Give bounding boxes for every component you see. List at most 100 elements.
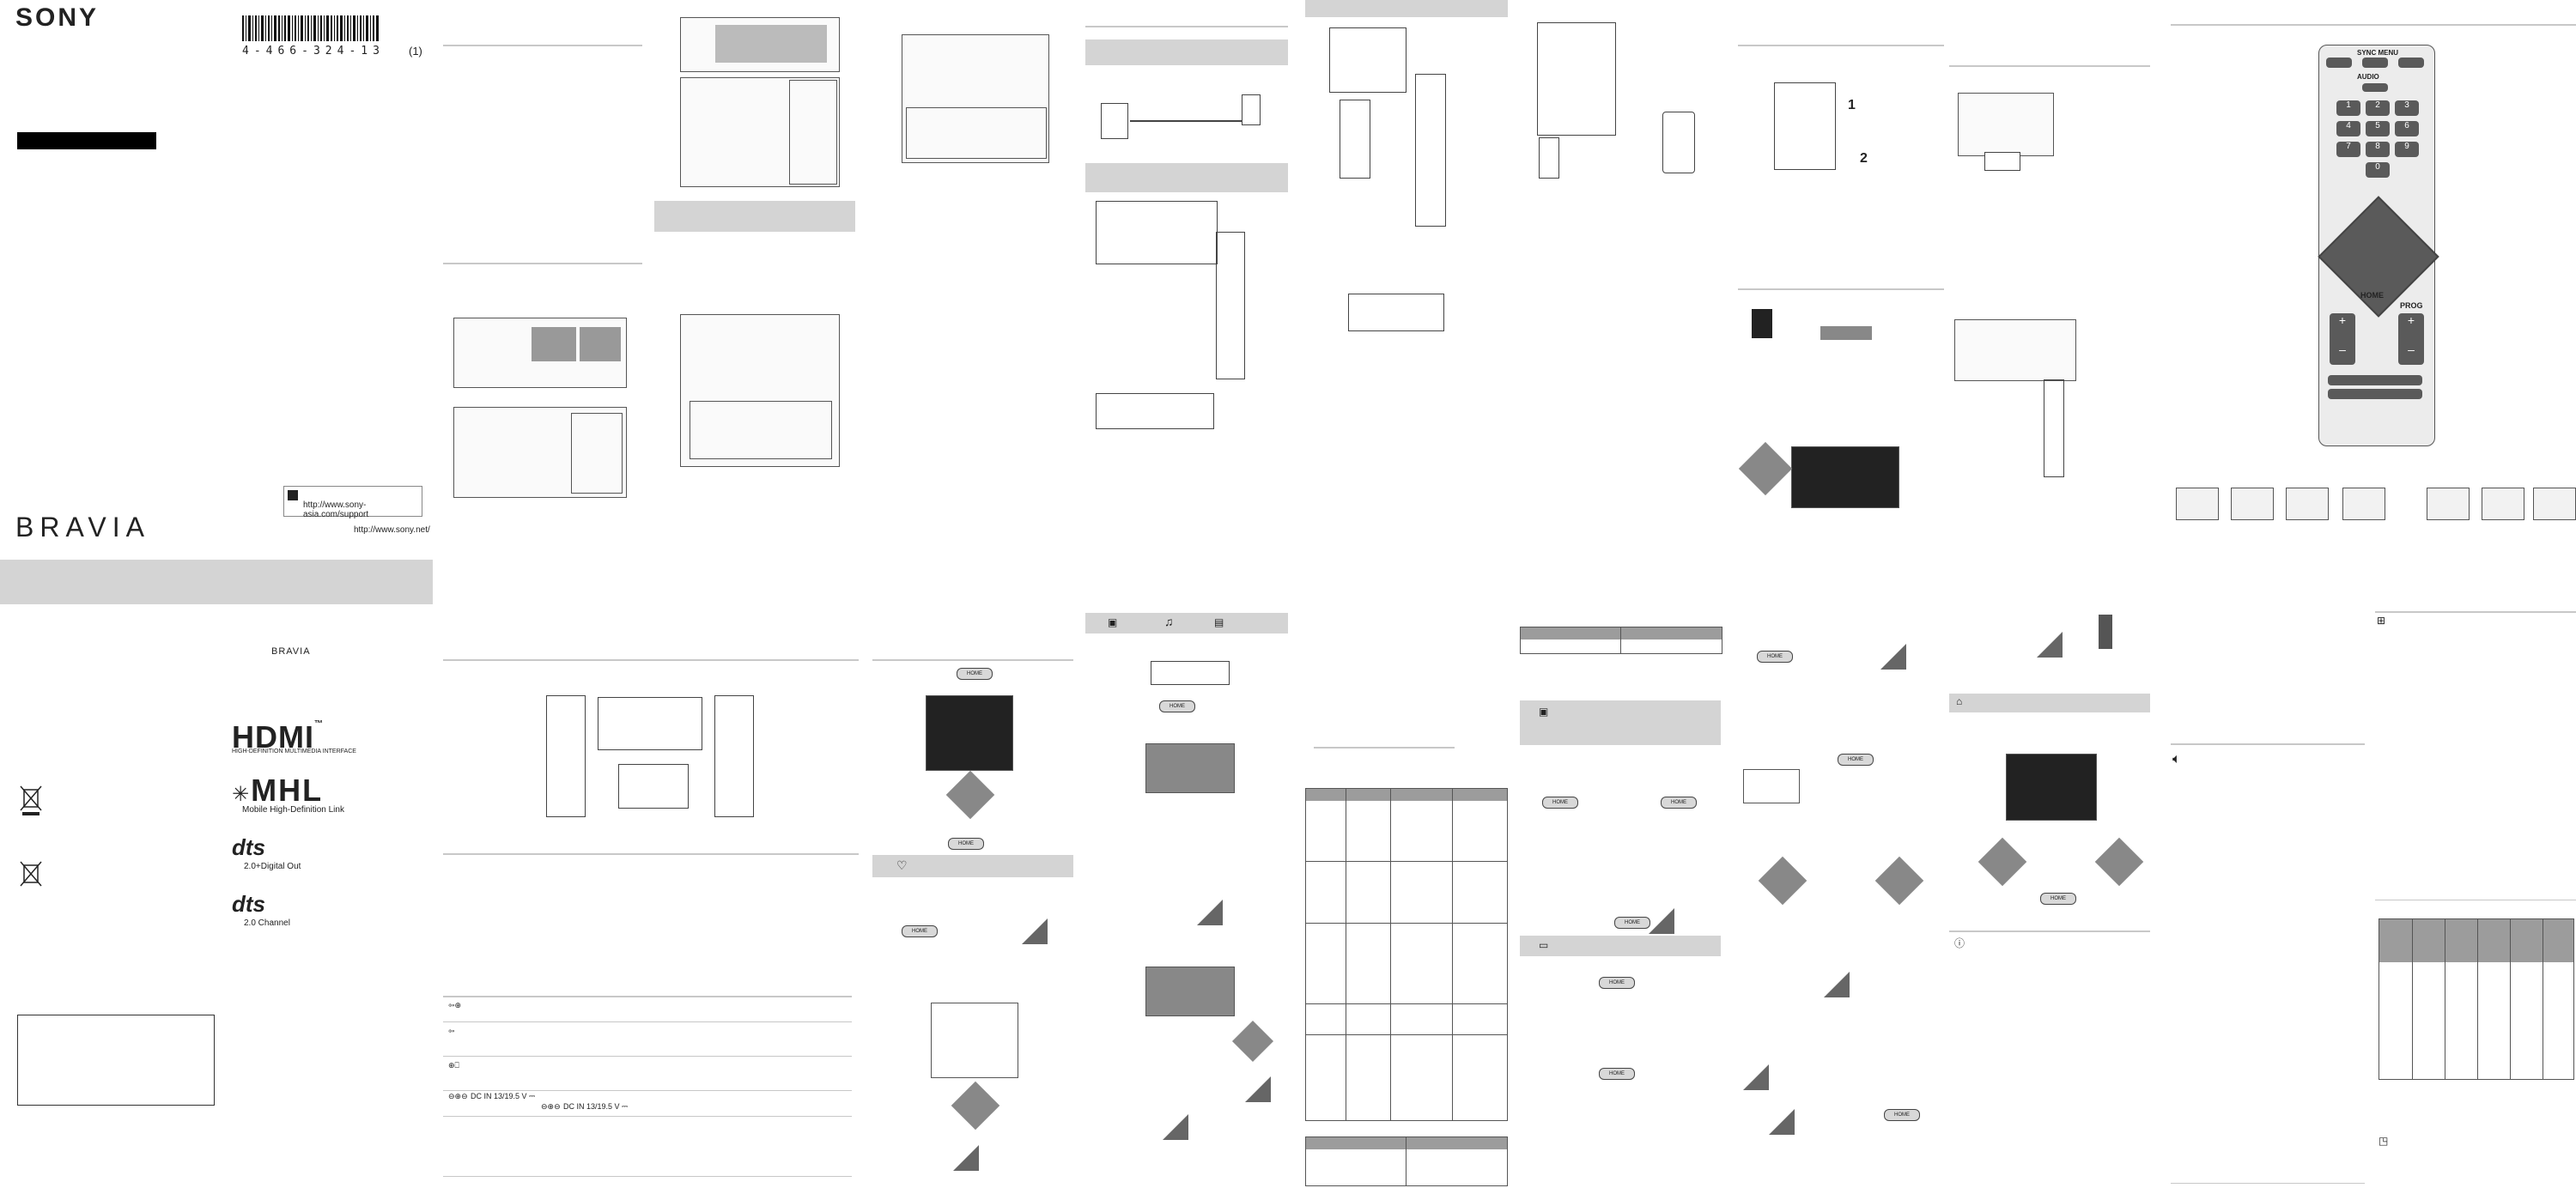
dts-logo-1-sub: 2.0+Digital Out	[244, 862, 301, 871]
rear-terminals	[618, 764, 689, 809]
digit-3-button[interactable]: 3	[2395, 100, 2419, 116]
dpad-icon	[1874, 856, 1924, 906]
support-url[interactable]: http://www.sony-asia.com/support	[303, 500, 369, 519]
triangle-marker	[953, 1145, 979, 1171]
audio-button[interactable]	[2362, 83, 2388, 92]
program-plus: +	[2407, 313, 2415, 327]
home-button[interactable]: HOME	[2040, 893, 2076, 905]
tv-terminal	[1101, 103, 1128, 139]
step-2-label: 2	[1860, 151, 1868, 166]
sony-net-url[interactable]: http://www.sony.net/	[354, 525, 430, 535]
triangle-marker	[1197, 900, 1223, 925]
dpad-icon	[1758, 856, 1807, 906]
power-button[interactable]	[2326, 58, 2352, 68]
stand-detail	[532, 327, 576, 361]
support-url-box: http://www.sony-asia.com/support	[283, 486, 422, 519]
digit-6-button[interactable]: 6	[2395, 121, 2419, 136]
tv-outline	[1329, 27, 1406, 93]
base-attach-diagram	[680, 77, 840, 187]
home-button[interactable]: HOME	[1838, 754, 1874, 766]
dts-logo-2-sub: 2.0 Channel	[244, 918, 290, 928]
home-button[interactable]: HOME	[1614, 917, 1650, 929]
playback-row-1[interactable]	[2328, 375, 2422, 385]
tv-rear-diagram	[902, 34, 1049, 163]
hdmi-logo: HDMI™	[232, 719, 324, 755]
av-connection-diagram	[1092, 197, 1281, 434]
sony-logo: SONY	[15, 3, 100, 32]
cable-clamp-diagram: 1 2	[1752, 74, 1889, 177]
terminal-panel	[1216, 232, 1245, 379]
volume-rocker[interactable]: + –	[2330, 313, 2355, 365]
terminal-panel	[1415, 74, 1446, 227]
mhl-connection-diagram	[1534, 17, 1697, 180]
digit-5-button[interactable]: 5	[2366, 121, 2390, 136]
home-menu-screen	[926, 695, 1013, 771]
home-button[interactable]: HOME	[1542, 797, 1578, 809]
battery-icon	[2099, 615, 2112, 649]
table-divider	[1452, 789, 1453, 1120]
volume-plus: +	[2338, 313, 2347, 327]
number-keys-icon	[1743, 769, 1800, 803]
weee-bin-icon	[20, 785, 42, 815]
table-divider	[1390, 789, 1391, 1120]
home-button[interactable]: HOME	[1159, 700, 1195, 712]
mhl-logo-text: MHL	[251, 773, 324, 808]
conn-row-symbol: ⊖⊕⊖	[541, 1102, 561, 1111]
section-band: ⌂	[1949, 694, 2150, 712]
section-band	[1085, 39, 1288, 65]
antenna-icon	[1242, 94, 1261, 125]
home-button[interactable]: HOME	[1884, 1109, 1920, 1121]
home-button[interactable]: HOME	[957, 668, 993, 680]
digit-1-button[interactable]: 1	[2336, 100, 2360, 116]
digit-7-button[interactable]: 7	[2336, 142, 2360, 157]
dpad-icon	[951, 1081, 1000, 1130]
tv-outline	[1774, 82, 1836, 170]
barcode-number: 4-466-324-13	[242, 45, 385, 58]
stand-assembly-diagram	[453, 318, 627, 388]
home-button[interactable]: HOME	[1599, 977, 1635, 989]
table-rule	[443, 1021, 852, 1022]
digit-4-button[interactable]: 4	[2336, 121, 2360, 136]
sync-menu-button[interactable]	[2362, 58, 2388, 68]
rear-detail	[906, 107, 1047, 159]
conn-row-symbol: ⊖⊕⊖	[448, 1092, 468, 1100]
small-table	[1305, 1136, 1508, 1186]
section-rule	[443, 853, 859, 855]
table-rule	[443, 1090, 852, 1091]
right-terminals	[714, 695, 754, 817]
digit-8-button[interactable]: 8	[2366, 142, 2390, 157]
table-rowline	[1306, 923, 1507, 924]
home-label: HOME	[2360, 291, 2384, 300]
section-rule	[443, 659, 859, 661]
section-rule	[1314, 747, 1455, 749]
home-button[interactable]: HOME	[902, 925, 938, 937]
conn-row-symbol: ⊕⎕	[448, 1061, 459, 1070]
digit-2-button[interactable]: 2	[2366, 100, 2390, 116]
home-button[interactable]: HOME	[1757, 651, 1793, 663]
input-button[interactable]	[2398, 58, 2424, 68]
section-band	[654, 201, 855, 232]
section-rule	[2171, 1183, 2365, 1184]
table-header	[1521, 627, 1722, 639]
setup-icon: ⌂	[1956, 695, 1963, 707]
conn-row-symbol: ⇦	[448, 1027, 455, 1035]
power-connection-diagram	[1743, 300, 1932, 352]
sync-menu-label: SYNC MENU	[2357, 49, 2399, 57]
table-rule	[443, 1176, 852, 1177]
wide-mode-thumb	[2231, 488, 2274, 520]
music-icon: ♫	[1164, 615, 1174, 628]
triangle-marker	[2037, 632, 2063, 658]
section-band	[1305, 0, 1508, 17]
dc-in-port	[1752, 309, 1772, 338]
playback-row-2[interactable]	[2328, 389, 2422, 399]
tv-outline	[1537, 22, 1616, 136]
home-button[interactable]: HOME	[1599, 1068, 1635, 1080]
table-header	[1306, 1137, 1507, 1149]
digit-0-button[interactable]: 0	[2366, 162, 2390, 178]
conn-row-symbol: ⇦⊕	[448, 1001, 462, 1009]
home-button[interactable]: HOME	[948, 838, 984, 850]
program-rocker[interactable]: + –	[2398, 313, 2424, 365]
home-button[interactable]: HOME	[1661, 797, 1697, 809]
hdmi-logo-text: HDMI	[232, 719, 314, 755]
digit-9-button[interactable]: 9	[2395, 142, 2419, 157]
